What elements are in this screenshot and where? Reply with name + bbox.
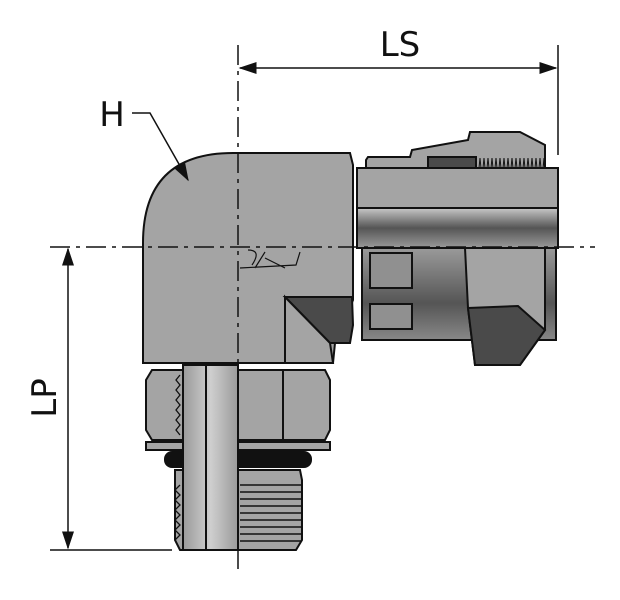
elbow-body [142, 152, 355, 364]
hex-leader [132, 112, 189, 182]
h-label: H [99, 95, 125, 135]
dimension-lp [50, 247, 172, 551]
dimension-ls [238, 45, 559, 155]
ls-label: LS [380, 25, 421, 65]
lp-label: LP [25, 378, 65, 417]
threaded-stud [174, 364, 303, 551]
centerlines [50, 45, 595, 572]
tube-body [356, 167, 559, 366]
